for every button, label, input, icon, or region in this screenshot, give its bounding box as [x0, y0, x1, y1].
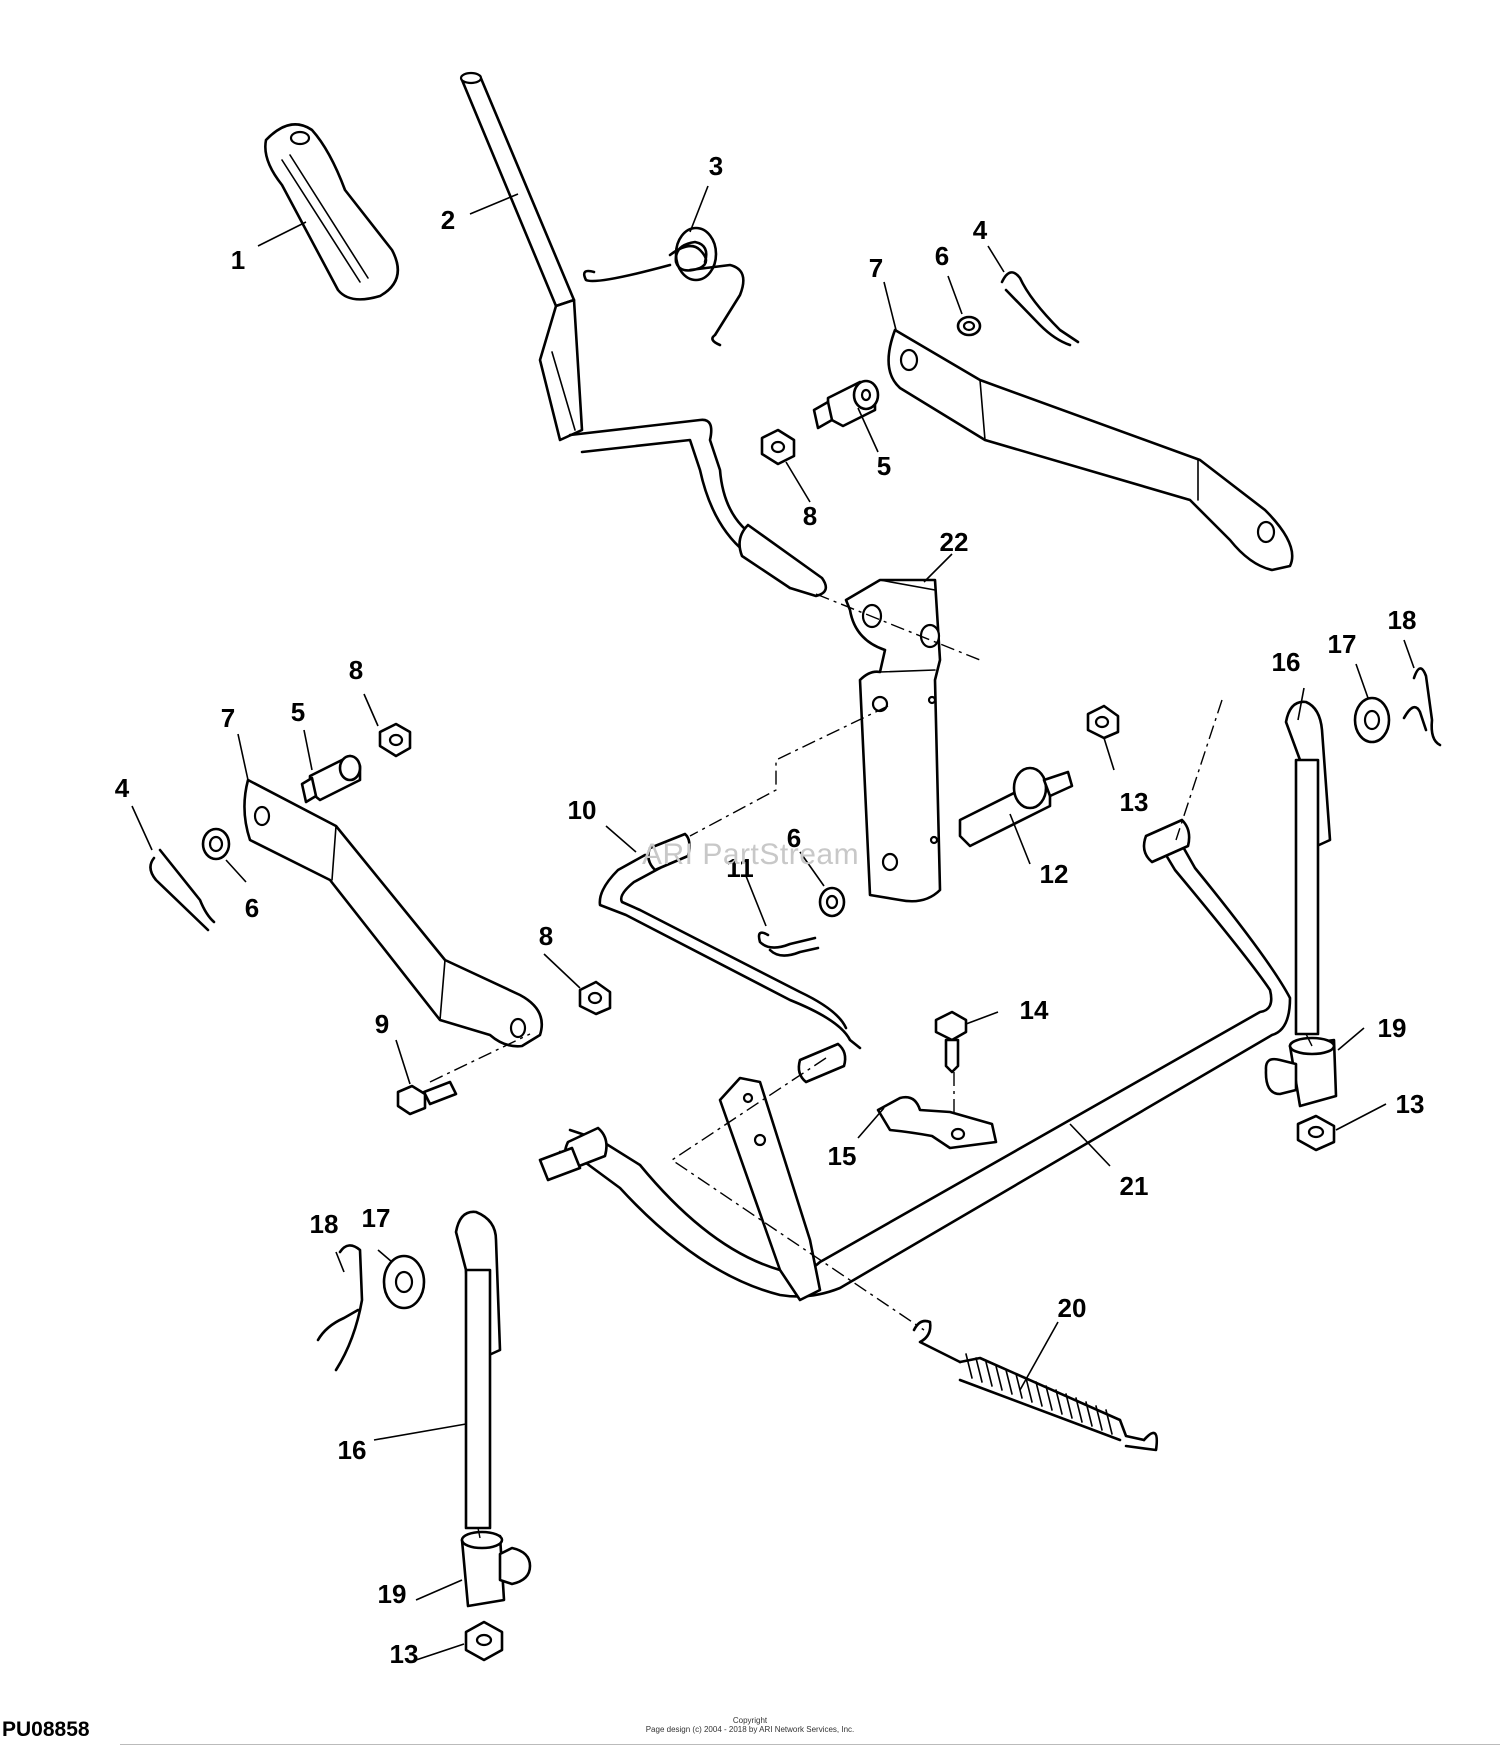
callout-19-right: 19	[1378, 1013, 1407, 1043]
ferrule-right	[1264, 1036, 1338, 1108]
washer-left	[201, 827, 231, 861]
spring-clip-center	[757, 931, 820, 957]
callout-13-left: 13	[390, 1639, 419, 1669]
flange-nut-right	[1296, 1114, 1336, 1152]
flange-nut-left-top	[378, 722, 412, 758]
ferrule-left	[460, 1530, 532, 1608]
callout-1: 1	[231, 245, 245, 275]
front-link-rod	[598, 832, 862, 1050]
callout-19-left: 19	[378, 1579, 407, 1609]
callout-7-left: 7	[221, 703, 235, 733]
diagram-id: PU08858	[2, 1718, 90, 1741]
callout-14: 14	[1020, 995, 1049, 1025]
leader-lines	[131, 185, 1415, 1661]
cap-screw	[934, 1010, 968, 1074]
callout-8-left-bottom: 8	[539, 921, 553, 951]
copyright-line-2: Page design (c) 2004 - 2018 by ARI Netwo…	[645, 1725, 855, 1734]
washer-center	[818, 886, 846, 918]
shaft-clamp	[876, 1095, 998, 1150]
copyright-notice: Copyright Page design (c) 2004 - 2018 by…	[0, 1716, 1500, 1734]
flange-nut-center	[1086, 704, 1120, 740]
callout-5-upper: 5	[877, 451, 891, 481]
hair-pin-left-lower	[316, 1244, 364, 1372]
bottom-rule	[120, 1744, 1500, 1745]
callout-13-center: 13	[1120, 787, 1149, 817]
callout-4-left: 4	[115, 773, 130, 803]
flange-nut-upper	[760, 428, 796, 466]
callout-17-right: 17	[1328, 629, 1357, 659]
callout-7-upper: 7	[869, 253, 883, 283]
hair-pin-clip-left	[149, 848, 216, 932]
washer-left-lower	[382, 1254, 426, 1310]
flange-nut-left-lower	[464, 1620, 504, 1662]
lift-arm-right	[887, 328, 1294, 572]
callout-18-right: 18	[1388, 605, 1417, 635]
callout-10: 10	[568, 795, 597, 825]
lift-lever	[459, 71, 828, 598]
flange-nut-left-bottom	[578, 980, 612, 1016]
callout-8-left-top: 8	[349, 655, 363, 685]
callout-4-upper: 4	[973, 215, 988, 245]
shoulder-bolt	[396, 1080, 458, 1116]
torsion-spring	[582, 226, 745, 347]
callout-20: 20	[1058, 1293, 1087, 1323]
rockshaft	[538, 818, 1292, 1298]
pivot-bolt-upper	[812, 379, 880, 430]
handle-grip	[264, 123, 400, 301]
callout-labels: 1 2 3 4 4 5 5 6 6 6 7 7 8 8 8 9 10 11 12…	[115, 151, 1425, 1669]
callout-2: 2	[441, 205, 455, 235]
callout-16-left: 16	[338, 1435, 367, 1465]
callout-16-right: 16	[1272, 647, 1301, 677]
lift-arm-left	[243, 778, 544, 1048]
link-pin	[797, 1042, 847, 1084]
callout-21: 21	[1120, 1171, 1149, 1201]
rockshaft-lever-plate	[718, 1076, 822, 1302]
pivot-bolt-center	[958, 766, 1074, 848]
callout-6-center: 6	[787, 823, 801, 853]
callout-18-left: 18	[310, 1209, 339, 1239]
extension-spring	[912, 1319, 1159, 1452]
callout-17-left: 17	[362, 1203, 391, 1233]
callout-12: 12	[1040, 859, 1069, 889]
callout-8-upper: 8	[803, 501, 817, 531]
callout-22: 22	[940, 527, 969, 557]
callout-3: 3	[709, 151, 723, 181]
lift-bracket	[844, 578, 942, 903]
callout-11: 11	[726, 853, 754, 883]
lift-link-left	[454, 1210, 502, 1530]
copyright-line-1: Copyright	[732, 1716, 768, 1725]
lift-link-right	[1284, 700, 1332, 1036]
hair-pin-right	[1402, 667, 1442, 747]
pivot-bolt-left	[300, 754, 362, 804]
hair-pin-clip-upper	[1000, 271, 1080, 347]
callout-9: 9	[375, 1009, 389, 1039]
washer-right	[1353, 696, 1391, 744]
callout-13-right: 13	[1396, 1089, 1425, 1119]
washer-upper	[956, 315, 982, 337]
callout-5-left: 5	[291, 697, 305, 727]
callout-6-left: 6	[245, 893, 259, 923]
watermark: ARI PartStream	[642, 838, 860, 871]
callout-15: 15	[828, 1141, 857, 1171]
assembly-lines	[429, 593, 1313, 1539]
callout-6-upper: 6	[935, 241, 949, 271]
